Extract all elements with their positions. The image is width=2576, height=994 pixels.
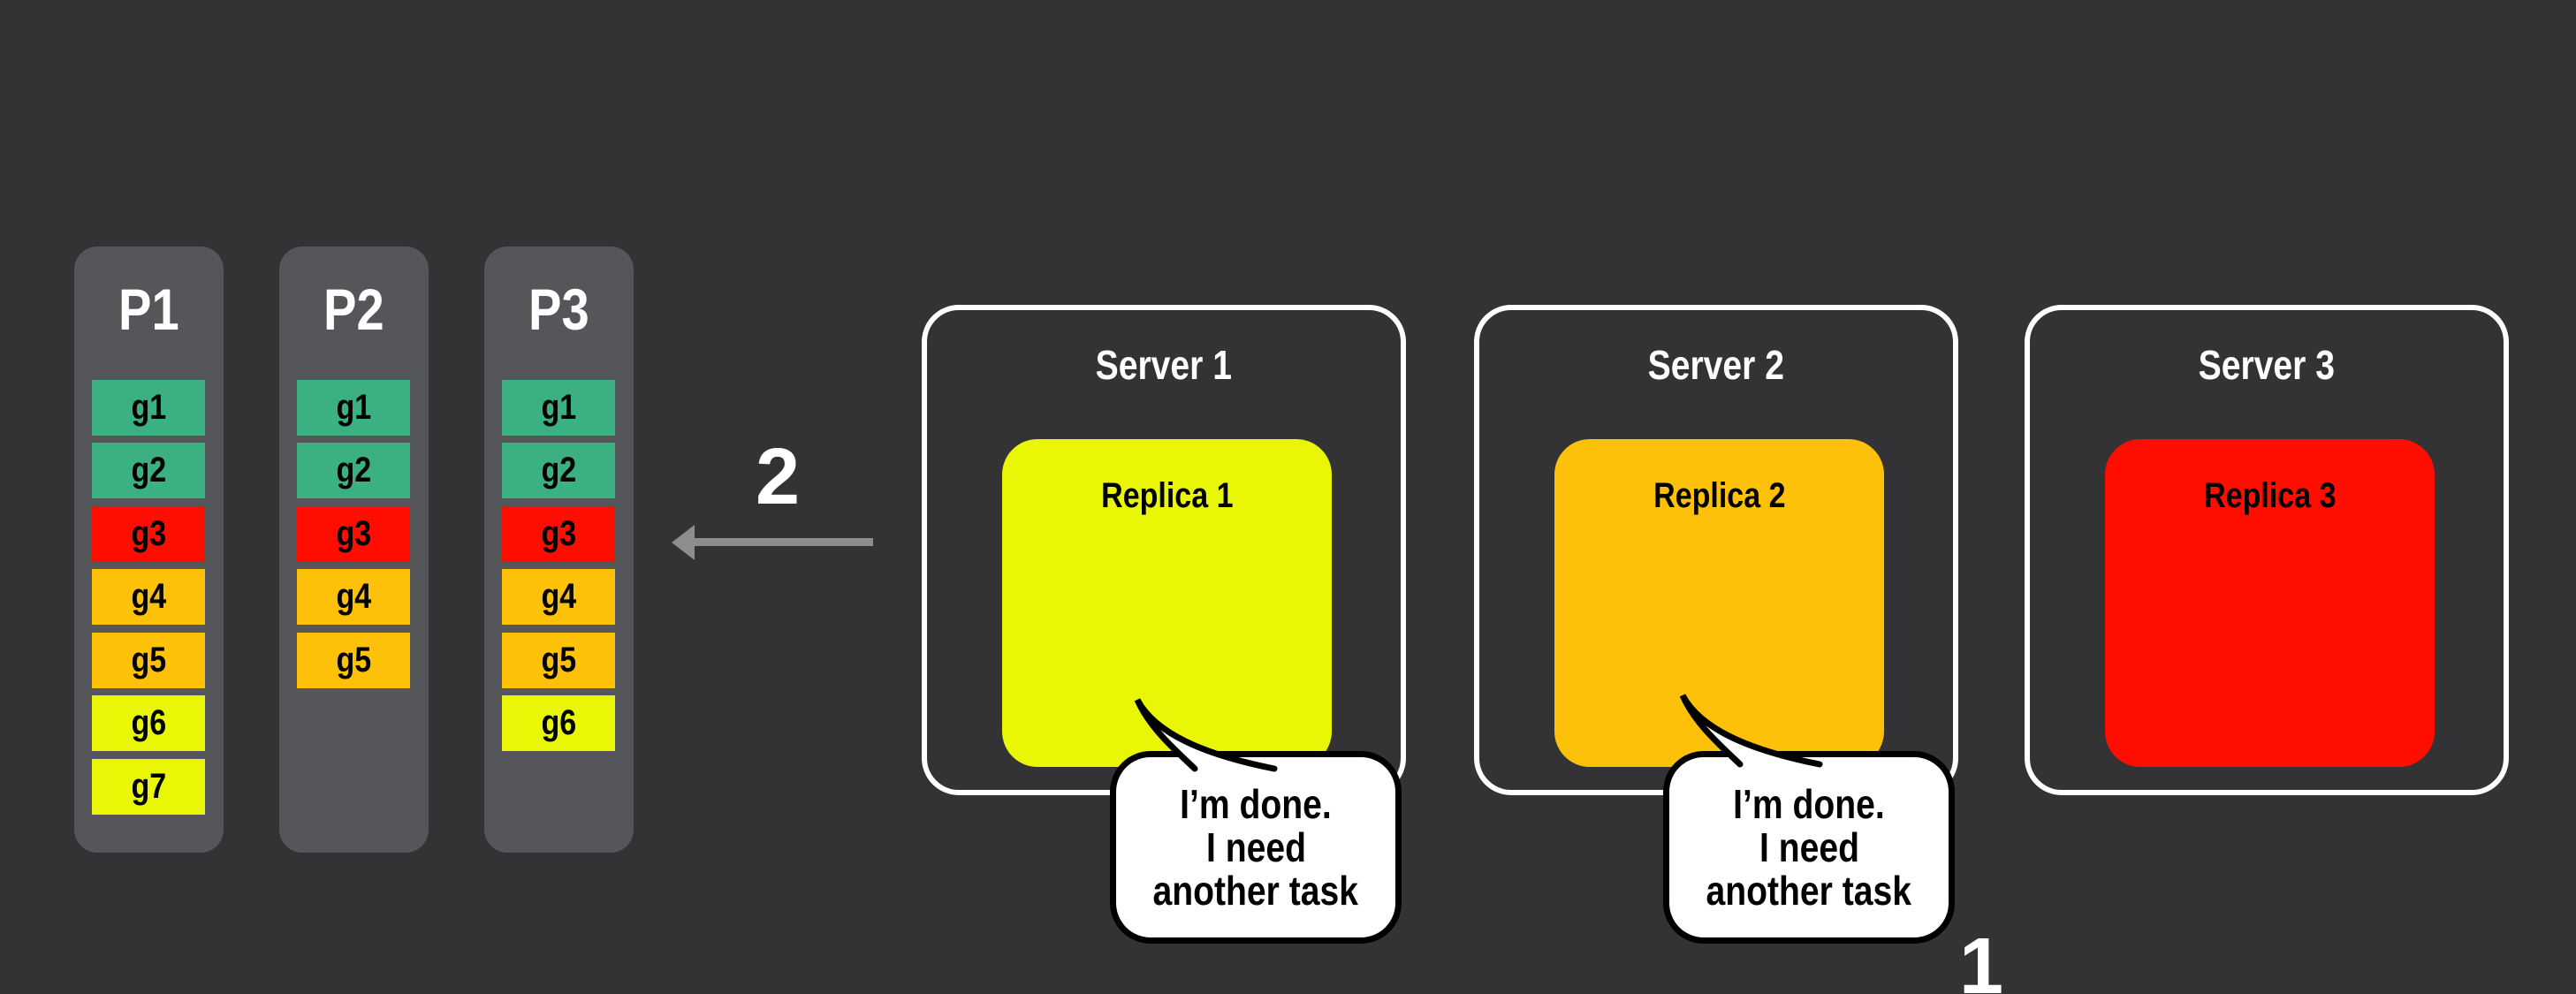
task-cell: g1	[92, 380, 205, 436]
server-title: Server 1	[927, 345, 1401, 385]
speech-bubble-1: I’m done. I need another task	[1110, 751, 1402, 944]
task-cell-label: g6	[131, 703, 166, 742]
bubble-line: I need	[1197, 823, 1315, 870]
partition-title-text: P3	[528, 277, 589, 342]
bubble-line-text: I’m done.	[1180, 780, 1332, 827]
server-title-text: Server 1	[1095, 342, 1233, 388]
task-cell: g3	[502, 506, 615, 562]
server-box-2: Server 2 Replica 2	[1474, 305, 1958, 795]
task-cell-label: g5	[541, 641, 576, 679]
task-cell: g2	[297, 443, 410, 498]
task-cell-label: g1	[131, 388, 166, 427]
bubble-line-text: I need	[1205, 823, 1306, 870]
server-title-text: Server 3	[2198, 342, 2336, 388]
arrow-left-head-icon	[672, 525, 695, 560]
task-cell-label: g2	[131, 451, 166, 489]
partition-column-p3: P3 g1 g2 g3 g4 g5 g6	[484, 247, 634, 853]
replica-box-2: Replica 2	[1554, 439, 1884, 767]
replica-label-text: Replica 2	[1653, 476, 1786, 515]
task-cell: g4	[502, 569, 615, 625]
replica-box-3: Replica 3	[2105, 439, 2435, 767]
task-cell: g4	[92, 569, 205, 625]
task-cell-label: g5	[336, 641, 371, 679]
task-cell-label: g4	[336, 577, 371, 616]
task-cell: g7	[92, 759, 205, 815]
partition-column-p2: P2 g1 g2 g3 g4 g5	[279, 247, 429, 853]
partition-title: P1	[74, 280, 224, 338]
task-cell-label: g3	[336, 514, 371, 553]
bubble-line-text: I’m done.	[1733, 780, 1885, 827]
bubble-line-text: another task	[1152, 867, 1359, 914]
replica-label: Replica 3	[2105, 478, 2435, 513]
replica-label-text: Replica 1	[1100, 476, 1234, 515]
task-cell: g5	[92, 633, 205, 688]
bubble-line-text: I need	[1759, 823, 1859, 870]
task-cell-label: g7	[131, 767, 166, 806]
bubble-line: another task	[1135, 869, 1377, 913]
bubble-line: another task	[1688, 869, 1930, 913]
bubble-line-text: another task	[1706, 867, 1912, 914]
server-title: Server 3	[2030, 345, 2504, 385]
task-cell: g6	[92, 695, 205, 751]
task-cell: g1	[502, 380, 615, 436]
bubble-line: I’m done.	[1166, 780, 1345, 827]
step-2-label: 2	[755, 433, 801, 521]
task-cell-label: g2	[541, 451, 576, 489]
replica-label: Replica 1	[1002, 478, 1332, 513]
task-cell-label: g6	[541, 703, 576, 742]
task-cell-label: g3	[131, 514, 166, 553]
partition-title: P3	[484, 280, 634, 338]
task-cell-label: g5	[131, 641, 166, 679]
arrow-left-icon	[693, 538, 873, 546]
replica-box-1: Replica 1	[1002, 439, 1332, 767]
replica-label: Replica 2	[1554, 478, 1884, 513]
partition-title-text: P1	[118, 277, 179, 342]
partition-column-p1: P1 g1 g2 g3 g4 g5 g6 g7	[74, 247, 224, 853]
server-box-1: Server 1 Replica 1	[922, 305, 1406, 795]
task-cell-label: g2	[336, 451, 371, 489]
server-title: Server 2	[1479, 345, 1953, 385]
task-cell-label: g3	[541, 514, 576, 553]
task-cell: g4	[297, 569, 410, 625]
bubble-line: I’m done.	[1720, 780, 1898, 827]
partition-title-text: P2	[323, 277, 384, 342]
replica-label-text: Replica 3	[2203, 476, 2337, 515]
task-cell: g1	[297, 380, 410, 436]
task-cell: g3	[92, 506, 205, 562]
task-cell-label: g4	[131, 577, 166, 616]
partition-title: P2	[279, 280, 429, 338]
task-cell: g5	[297, 633, 410, 688]
task-cell: g2	[92, 443, 205, 498]
step-1-label: 1	[1958, 922, 2004, 994]
task-cell: g3	[297, 506, 410, 562]
task-cell-label: g1	[336, 388, 371, 427]
server-box-3: Server 3 Replica 3	[2025, 305, 2509, 795]
server-title-text: Server 2	[1647, 342, 1785, 388]
task-cell-label: g1	[541, 388, 576, 427]
task-cell-label: g4	[541, 577, 576, 616]
bubble-line: I need	[1751, 823, 1868, 870]
task-cell: g5	[502, 633, 615, 688]
task-cell: g6	[502, 695, 615, 751]
task-cell: g2	[502, 443, 615, 498]
speech-bubble-2: I’m done. I need another task	[1663, 751, 1955, 944]
